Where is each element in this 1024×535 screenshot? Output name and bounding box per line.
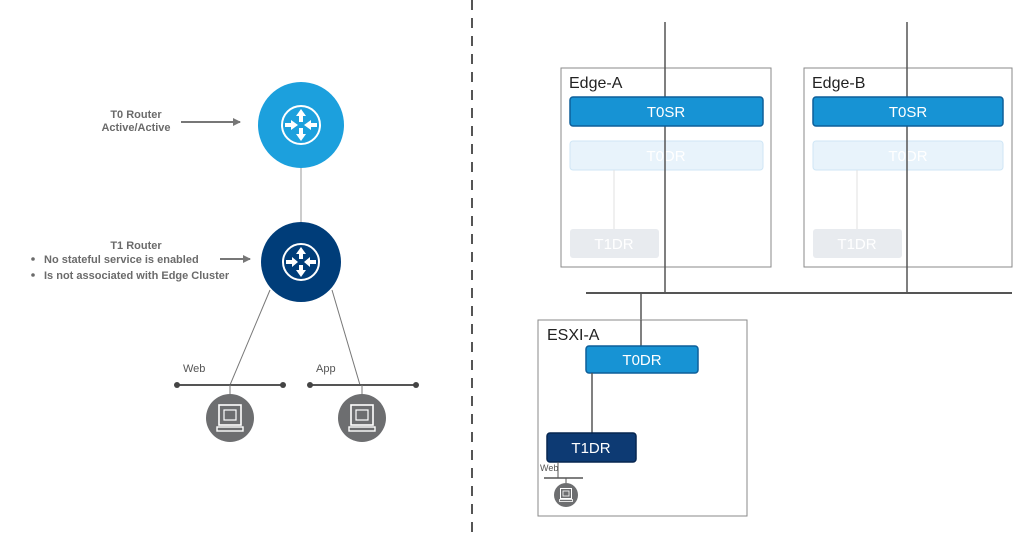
- t0-router-mode-label: Active/Active: [101, 122, 170, 134]
- edge-b-t0dr-label: T0DR: [888, 148, 927, 165]
- edge-b-t0sr-pill: [812, 96, 1004, 127]
- edge-b-title: Edge-B: [812, 75, 865, 92]
- segment-endpoint: [280, 382, 286, 388]
- edge-a-title: Edge-A: [569, 75, 623, 92]
- t1-web-link: [229, 289, 271, 386]
- bullet-dot: [31, 273, 35, 277]
- t0-router-node: [258, 82, 344, 168]
- esxi-a-title: ESXI-A: [547, 327, 600, 344]
- t1-router-label: T1 Router: [110, 240, 162, 252]
- esxi-web-label: Web: [540, 463, 558, 473]
- esxi-t1dr-pill: [546, 432, 637, 463]
- edge-a-t0sr-pill: [569, 96, 764, 127]
- router-icon: [281, 105, 321, 145]
- edge-a-t0sr-label: T0SR: [647, 104, 686, 121]
- vm-icon: [554, 483, 578, 507]
- app-segment-label: App: [316, 363, 336, 375]
- vm-icon: [206, 394, 254, 442]
- bullet-dot: [31, 257, 35, 261]
- esxi-t0dr-pill: [585, 345, 699, 374]
- edge-a-t0dr-faded: [569, 140, 764, 171]
- esxi-t1dr-label: T1DR: [571, 440, 610, 457]
- web-segment-label: Web: [183, 363, 205, 375]
- segment-endpoint: [307, 382, 313, 388]
- edge-a-t0dr-label: T0DR: [646, 148, 685, 165]
- vm-icon: [338, 394, 386, 442]
- t1-bullet-2: Is not associated with Edge Cluster: [44, 270, 230, 282]
- edge-a-t1dr-faded: [570, 229, 659, 258]
- router-icon: [282, 243, 320, 281]
- esxi-t0dr-label: T0DR: [622, 352, 661, 369]
- t1-app-link: [331, 289, 361, 386]
- edge-a-t1dr-label: T1DR: [594, 236, 633, 253]
- segment-endpoint: [413, 382, 419, 388]
- edge-b-t1dr-faded: [813, 229, 902, 258]
- segment-endpoint: [174, 382, 180, 388]
- edge-b-t0dr-faded: [812, 140, 1004, 171]
- edge-b-t1dr-label: T1DR: [837, 236, 876, 253]
- edge-b-t0sr-label: T0SR: [889, 104, 928, 121]
- t1-router-node: [261, 222, 341, 302]
- t0-router-label: T0 Router: [110, 109, 162, 121]
- esxi-a-box: ESXI-A T0DR T1DR Web: [537, 319, 748, 517]
- t1-bullet-1: No stateful service is enabled: [44, 254, 199, 266]
